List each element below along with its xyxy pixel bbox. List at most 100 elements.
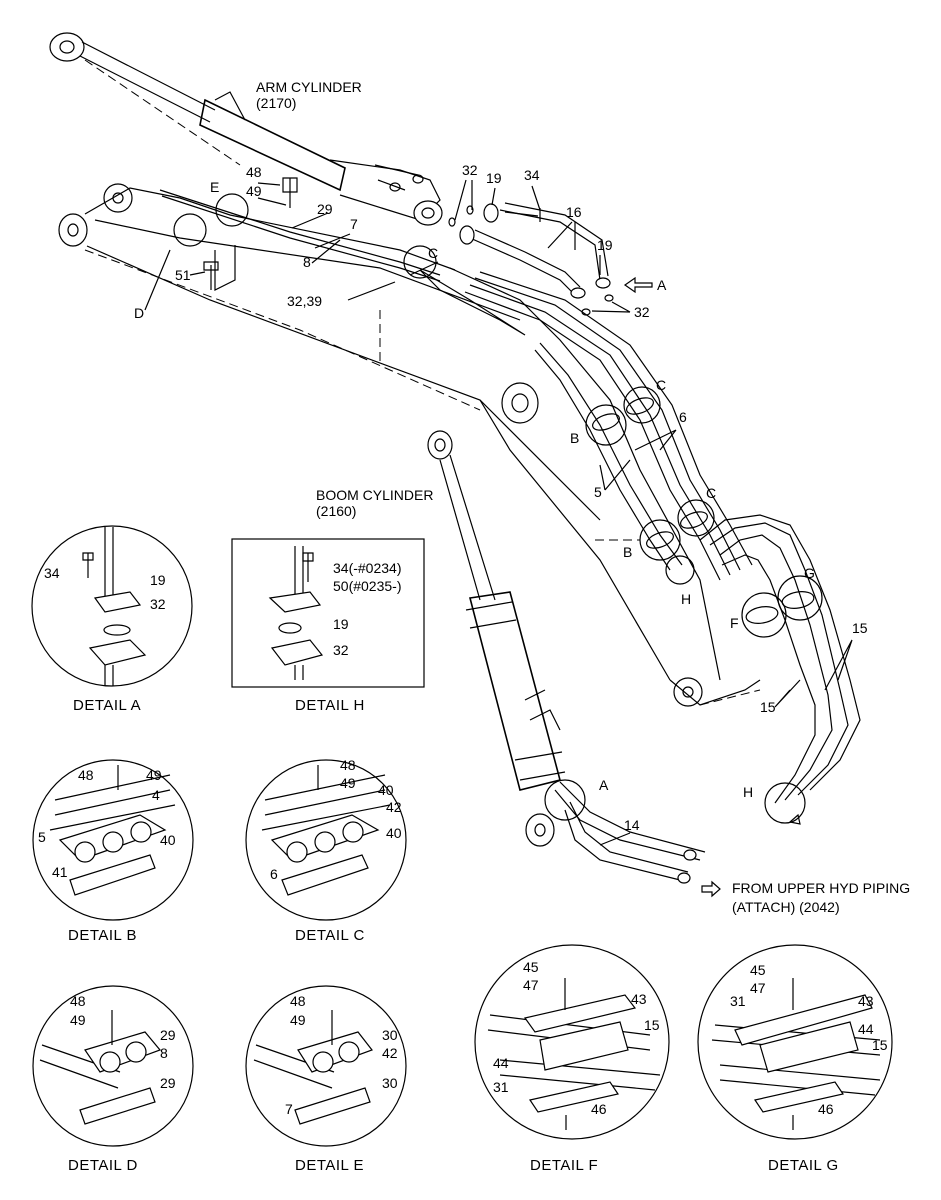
callout-32a: 32 bbox=[462, 162, 478, 178]
callout-19a: 19 bbox=[486, 170, 502, 186]
callout-e: E bbox=[210, 179, 219, 195]
detail-g: 45 47 31 43 44 15 46 DETAIL G bbox=[697, 944, 893, 1174]
boom-cylinder-code: (2160) bbox=[316, 503, 356, 519]
detail-h-title: DETAIL H bbox=[295, 697, 365, 714]
detail-e-label-4: 42 bbox=[382, 1045, 398, 1061]
callout-16: 16 bbox=[566, 204, 582, 220]
detail-d-label-2: 49 bbox=[70, 1012, 86, 1028]
arm-cylinder-code: (2170) bbox=[256, 95, 296, 111]
detail-f-label-5: 44 bbox=[493, 1055, 509, 1071]
detail-b: 48 49 4 5 40 41 DETAIL B bbox=[32, 759, 194, 944]
detail-c: 48 49 40 42 40 6 DETAIL C bbox=[245, 757, 407, 944]
detail-c-label-6: 6 bbox=[270, 866, 278, 882]
from-upper-title: FROM UPPER HYD PIPING bbox=[732, 880, 910, 896]
detail-d-label-1: 48 bbox=[70, 993, 86, 1009]
detail-h-label-3: 19 bbox=[333, 616, 349, 632]
detail-g-label-4: 43 bbox=[858, 993, 874, 1009]
detail-f-label-4: 15 bbox=[644, 1017, 660, 1033]
detail-b-label-1: 48 bbox=[78, 767, 94, 783]
detail-e-label-3: 30 bbox=[382, 1027, 398, 1043]
boom-pipes bbox=[464, 271, 861, 804]
detail-g-title: DETAIL G bbox=[768, 1157, 839, 1174]
detail-f-label-1: 45 bbox=[523, 959, 539, 975]
callout-a2: A bbox=[599, 777, 609, 793]
detail-f-label-3: 43 bbox=[631, 991, 647, 1007]
arm-cylinder-title: ARM CYLINDER bbox=[256, 79, 362, 95]
callout-h1: H bbox=[681, 591, 691, 607]
detail-c-label-3: 40 bbox=[378, 782, 394, 798]
callout-51: 51 bbox=[175, 267, 191, 283]
callout-29: 29 bbox=[317, 201, 333, 217]
detail-f-label-7: 46 bbox=[591, 1101, 607, 1117]
detail-markers bbox=[173, 193, 823, 824]
detail-d-label-5: 29 bbox=[160, 1075, 176, 1091]
detail-d-label-4: 8 bbox=[160, 1045, 168, 1061]
detail-d: 48 49 29 8 29 DETAIL D bbox=[32, 985, 194, 1174]
detail-b-label-4: 5 bbox=[38, 829, 46, 845]
detail-g-label-2: 47 bbox=[750, 980, 766, 996]
detail-a-label-3: 32 bbox=[150, 596, 166, 612]
boom-cylinder-title: BOOM CYLINDER bbox=[316, 487, 433, 503]
detail-b-title: DETAIL B bbox=[68, 927, 137, 944]
detail-g-label-7: 46 bbox=[818, 1101, 834, 1117]
callout-15b: 15 bbox=[760, 699, 776, 715]
detail-b-label-3: 4 bbox=[152, 787, 160, 803]
callout-c1: C bbox=[428, 245, 438, 261]
detail-f-label-2: 47 bbox=[523, 977, 539, 993]
callout-h2: H bbox=[743, 784, 753, 800]
view-arrow-a bbox=[623, 276, 653, 294]
detail-c-title: DETAIL C bbox=[295, 927, 365, 944]
arm-cylinder bbox=[49, 32, 443, 226]
callout-f: F bbox=[730, 615, 739, 631]
detail-g-label-6: 15 bbox=[872, 1037, 888, 1053]
detail-f-title: DETAIL F bbox=[530, 1157, 598, 1174]
detail-g-label-5: 44 bbox=[858, 1021, 874, 1037]
callout-48: 48 bbox=[246, 164, 262, 180]
pipe-clamps bbox=[592, 397, 815, 624]
detail-a-title: DETAIL A bbox=[73, 697, 141, 714]
view-arrow-h bbox=[788, 813, 801, 825]
detail-h-label-4: 32 bbox=[333, 642, 349, 658]
arm-pipes bbox=[159, 177, 614, 316]
callout-6: 6 bbox=[679, 409, 687, 425]
callout-b2: B bbox=[623, 544, 632, 560]
detail-d-label-3: 29 bbox=[160, 1027, 176, 1043]
detail-c-label-1: 48 bbox=[340, 757, 356, 773]
detail-h: 34(-#0234) 50(#0235-) 19 32 DETAIL H bbox=[231, 538, 425, 714]
callout-49: 49 bbox=[246, 183, 262, 199]
flow-arrow bbox=[701, 880, 721, 898]
detail-c-label-5: 40 bbox=[386, 825, 402, 841]
detail-a-label-1: 34 bbox=[44, 565, 60, 581]
detail-h-label-1: 34(-#0234) bbox=[333, 560, 402, 576]
detail-e-title: DETAIL E bbox=[295, 1157, 364, 1174]
detail-e-label-6: 7 bbox=[285, 1101, 293, 1117]
detail-b-label-6: 41 bbox=[52, 864, 68, 880]
boom-cylinder bbox=[427, 430, 706, 884]
detail-e-label-1: 48 bbox=[290, 993, 306, 1009]
callout-15a: 15 bbox=[852, 620, 868, 636]
callout-19b: 19 bbox=[597, 237, 613, 253]
detail-d-title: DETAIL D bbox=[68, 1157, 138, 1174]
callout-32b: 32 bbox=[634, 304, 650, 320]
detail-a-label-2: 19 bbox=[150, 572, 166, 588]
from-upper-code: (ATTACH) (2042) bbox=[732, 899, 840, 915]
detail-g-label-1: 45 bbox=[750, 962, 766, 978]
callout-g: G bbox=[804, 565, 815, 581]
detail-c-label-2: 49 bbox=[340, 775, 356, 791]
detail-e: 48 49 30 42 30 7 DETAIL E bbox=[245, 985, 407, 1174]
detail-g-label-3: 31 bbox=[730, 993, 746, 1009]
detail-e-label-2: 49 bbox=[290, 1012, 306, 1028]
callout-7: 7 bbox=[350, 216, 358, 232]
callout-8: 8 bbox=[303, 254, 311, 270]
callout-d: D bbox=[134, 305, 144, 321]
callout-34: 34 bbox=[524, 167, 540, 183]
callout-5: 5 bbox=[594, 484, 602, 500]
detail-c-label-4: 42 bbox=[386, 799, 402, 815]
detail-h-label-2: 50(#0235-) bbox=[333, 578, 402, 594]
leader-lines bbox=[144, 179, 853, 846]
callout-c2: C bbox=[656, 377, 666, 393]
callout-14: 14 bbox=[624, 817, 640, 833]
callout-32-39: 32,39 bbox=[287, 293, 322, 309]
